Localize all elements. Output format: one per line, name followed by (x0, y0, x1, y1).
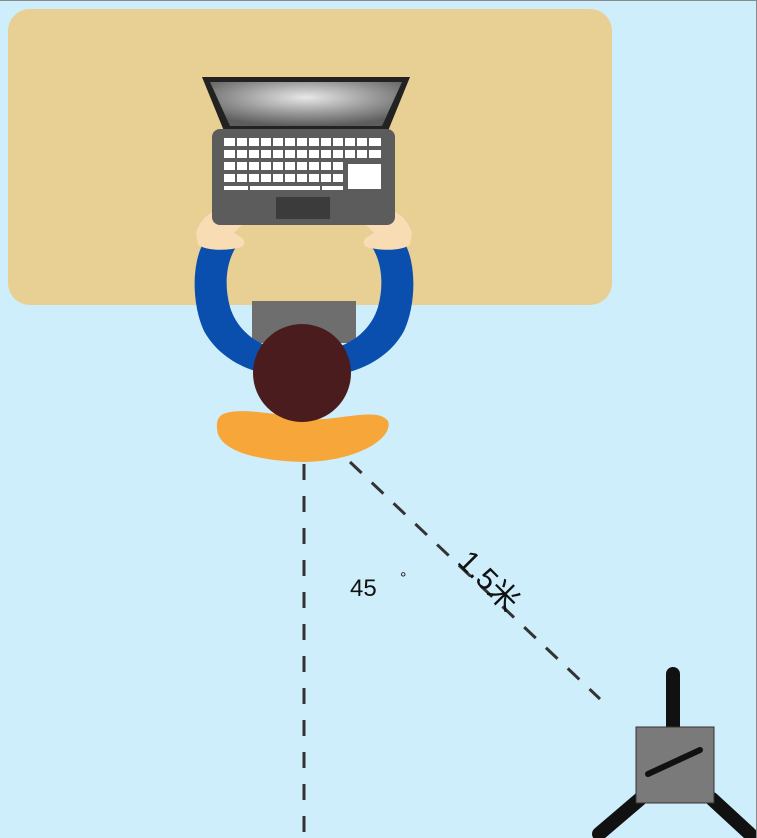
left-arm (194, 237, 270, 373)
person-icon (194, 209, 414, 422)
tripod-leg-right (705, 792, 756, 838)
angle-label: 45 (350, 575, 377, 602)
head (253, 324, 351, 422)
camera-lens-marker (645, 747, 703, 777)
tripod-leg-left (592, 792, 647, 838)
camera-body (635, 726, 715, 804)
laptop-touchpad (276, 197, 330, 219)
degree-sign: ° (400, 570, 407, 587)
laptop-icon (202, 77, 410, 225)
laptop-screen-display (210, 82, 402, 126)
right-arm (338, 237, 414, 373)
camera-tripod-icon (592, 667, 756, 838)
chair-icon (216, 411, 389, 462)
keyboard-gaps (235, 138, 369, 182)
